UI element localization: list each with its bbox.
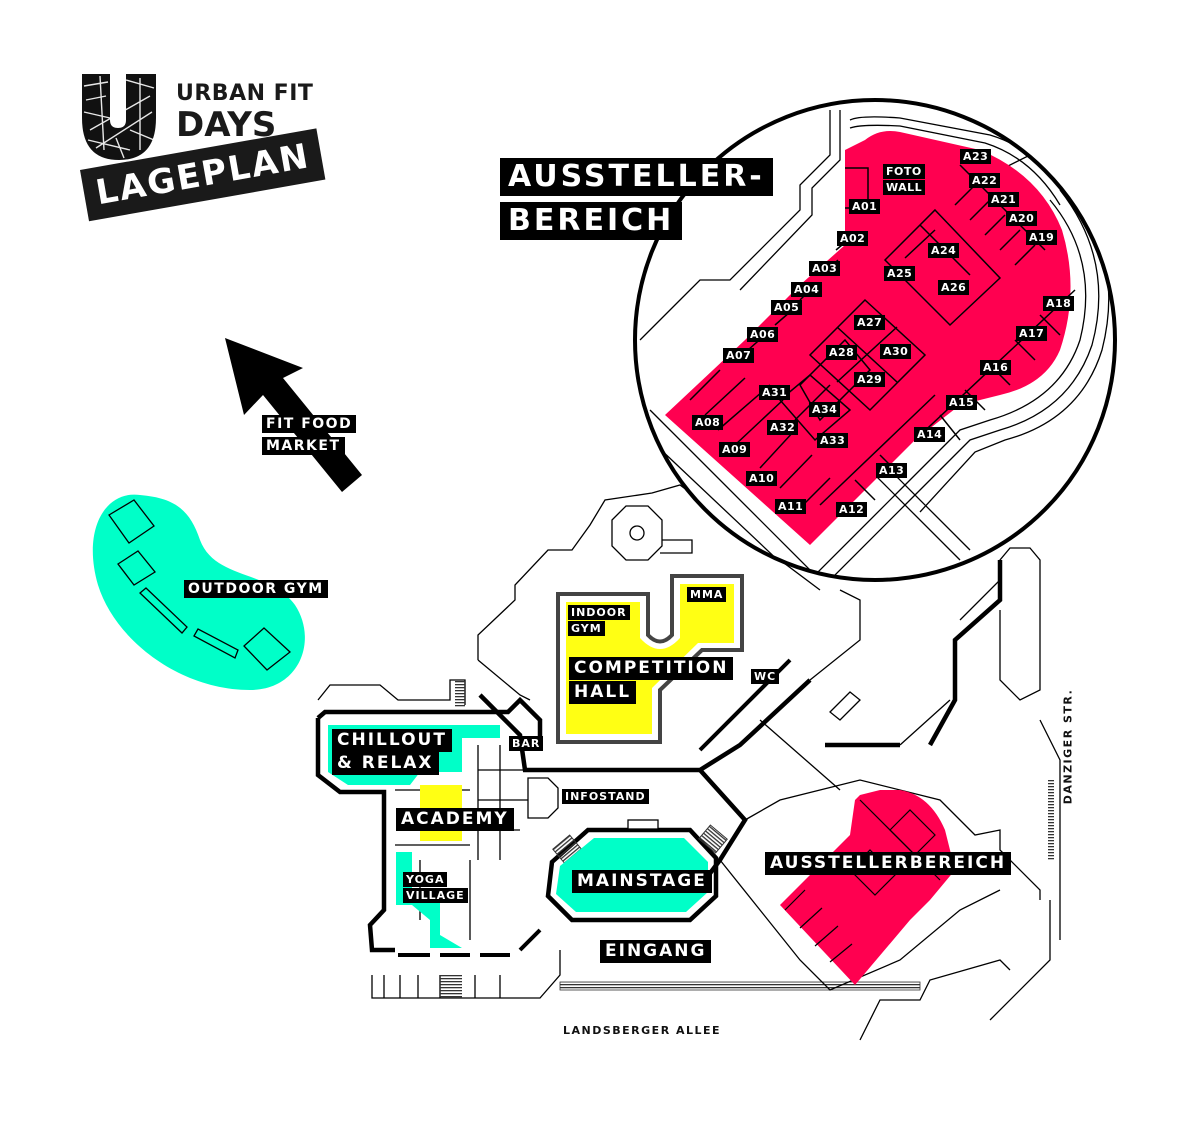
booth-A19[interactable]: A19 <box>1026 230 1058 245</box>
booth-A06[interactable]: A06 <box>747 327 779 342</box>
booth-A32[interactable]: A32 <box>767 420 799 435</box>
chillout-label-1[interactable]: CHILLOUT <box>332 729 452 752</box>
booth-A31[interactable]: A31 <box>759 385 791 400</box>
fit-food-label-1[interactable]: FIT FOOD <box>262 415 357 433</box>
u-city-map-logo <box>82 74 156 160</box>
booth-A05[interactable]: A05 <box>771 300 803 315</box>
foto-wall-label-2: WALL <box>883 180 926 195</box>
street-landsberger-allee: LANDSBERGER ALLEE <box>563 1024 722 1037</box>
mma-label[interactable]: MMA <box>687 587 727 602</box>
brand-line2: DAYS <box>176 105 277 145</box>
detail-callout-ring <box>633 98 1117 582</box>
competition-hall-label-2[interactable]: HALL <box>569 681 637 704</box>
booth-A03[interactable]: A03 <box>809 261 841 276</box>
academy-label[interactable]: ACADEMY <box>396 808 514 831</box>
competition-hall-label-1[interactable]: COMPETITION <box>569 657 734 680</box>
booth-A16[interactable]: A16 <box>980 360 1012 375</box>
brand-line1: URBAN FIT <box>176 81 314 106</box>
wc-label[interactable]: WC <box>751 669 780 684</box>
callout-title-line1: AUSSTELLER- <box>500 158 773 196</box>
booth-A09[interactable]: A09 <box>719 442 751 457</box>
chillout-label-2[interactable]: & RELAX <box>332 752 439 775</box>
booth-A15[interactable]: A15 <box>946 395 978 410</box>
booth-A17[interactable]: A17 <box>1016 326 1048 341</box>
foto-wall-label-1: FOTO <box>883 164 925 179</box>
booth-A25[interactable]: A25 <box>884 266 916 281</box>
booth-A12[interactable]: A12 <box>836 502 868 517</box>
booth-A34[interactable]: A34 <box>809 402 841 417</box>
infostand-label[interactable]: INFOSTAND <box>562 789 649 804</box>
booth-A26[interactable]: A26 <box>938 280 970 295</box>
brand-wordmark: URBAN FIT DAYS <box>176 81 314 145</box>
booth-A02[interactable]: A02 <box>837 231 869 246</box>
booth-A33[interactable]: A33 <box>817 433 849 448</box>
fit-food-label-2[interactable]: MARKET <box>262 437 345 455</box>
mainstage-label[interactable]: MAINSTAGE <box>572 870 712 893</box>
street-danziger-str: DANZIGER STR. <box>1061 688 1075 805</box>
booth-A24[interactable]: A24 <box>928 243 960 258</box>
booth-A04[interactable]: A04 <box>791 282 823 297</box>
outdoor-gym-equipment <box>108 499 292 671</box>
booth-A10[interactable]: A10 <box>746 471 778 486</box>
booth-A29[interactable]: A29 <box>854 372 886 387</box>
booth-A11[interactable]: A11 <box>775 499 807 514</box>
booth-A27[interactable]: A27 <box>854 315 886 330</box>
booth-A08[interactable]: A08 <box>692 415 724 430</box>
bar-label[interactable]: BAR <box>509 736 544 751</box>
ausstellerbereich-label[interactable]: AUSSTELLERBEREICH <box>765 852 1012 875</box>
indoor-gym-label-1[interactable]: INDOOR <box>568 605 630 620</box>
booth-A20[interactable]: A20 <box>1006 211 1038 226</box>
booth-A13[interactable]: A13 <box>876 463 908 478</box>
booth-A14[interactable]: A14 <box>914 427 946 442</box>
booth-A01[interactable]: A01 <box>849 199 881 214</box>
booth-A18[interactable]: A18 <box>1043 296 1075 311</box>
eingang-label[interactable]: EINGANG <box>600 940 712 963</box>
booth-A21[interactable]: A21 <box>988 192 1020 207</box>
booth-A22[interactable]: A22 <box>969 173 1001 188</box>
outdoor-gym-label[interactable]: OUTDOOR GYM <box>184 580 328 598</box>
indoor-gym-label-2[interactable]: GYM <box>568 621 605 636</box>
yoga-village-label-2[interactable]: VILLAGE <box>403 888 468 903</box>
yoga-village-label-1[interactable]: YOGA <box>403 872 448 887</box>
booth-A23[interactable]: A23 <box>960 149 992 164</box>
callout-title-line2: BEREICH <box>500 202 683 240</box>
booth-A28[interactable]: A28 <box>826 345 858 360</box>
booth-A30[interactable]: A30 <box>880 344 912 359</box>
booth-A07[interactable]: A07 <box>723 348 755 363</box>
